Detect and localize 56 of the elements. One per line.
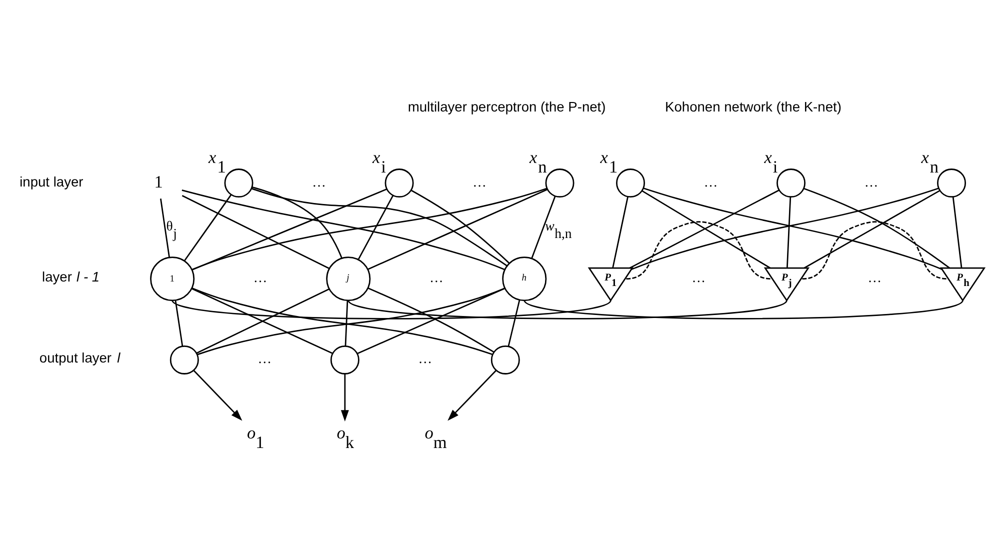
arrow — [340, 374, 349, 422]
label: Kohonen network (the K-net) — [665, 99, 842, 114]
connector — [192, 188, 388, 270]
label: … — [418, 351, 432, 366]
node-circle — [937, 168, 966, 198]
connector — [172, 300, 612, 320]
node-circle — [490, 345, 520, 374]
node-circle — [170, 345, 199, 374]
node-circle: 1 — [150, 256, 195, 302]
label: output layer l — [39, 350, 120, 366]
connector — [344, 300, 348, 346]
connector — [184, 194, 232, 262]
node-circle — [616, 168, 646, 198]
connector — [356, 288, 506, 354]
label: … — [868, 270, 882, 286]
connector — [182, 190, 506, 270]
label: … — [258, 351, 272, 366]
connector — [348, 300, 788, 320]
label: … — [692, 270, 706, 286]
connector — [786, 196, 792, 268]
label: input layer — [20, 174, 84, 190]
connector — [174, 300, 184, 346]
connector — [612, 196, 629, 268]
connector — [251, 188, 508, 266]
node-circle — [384, 168, 414, 198]
connector — [192, 188, 547, 270]
connector — [508, 300, 520, 347]
label: … — [312, 174, 326, 190]
label: … — [472, 174, 486, 190]
label: … — [253, 270, 268, 286]
node-circle — [330, 345, 360, 374]
connector — [252, 186, 342, 258]
label: … — [429, 270, 444, 286]
connector — [410, 190, 510, 264]
connector — [531, 196, 556, 259]
connector — [524, 300, 964, 320]
connector — [802, 221, 948, 280]
connector — [368, 287, 494, 353]
node-circle — [545, 168, 574, 198]
node-circle — [224, 168, 254, 198]
connector — [952, 196, 962, 268]
connector — [368, 188, 548, 270]
connector — [626, 221, 772, 280]
label: layer l - 1 — [42, 269, 100, 284]
node-text: 1 — [154, 172, 163, 192]
label: … — [864, 174, 878, 190]
node-circle — [776, 168, 806, 198]
node-circle: j — [326, 256, 371, 302]
label: … — [704, 174, 718, 190]
arrow — [193, 370, 242, 421]
node-circle: h — [502, 256, 547, 302]
connector — [358, 195, 394, 260]
label: multilayer perceptron (the P-net) — [408, 99, 606, 114]
connector — [182, 195, 330, 270]
arrow — [448, 370, 497, 421]
connector — [160, 198, 170, 258]
